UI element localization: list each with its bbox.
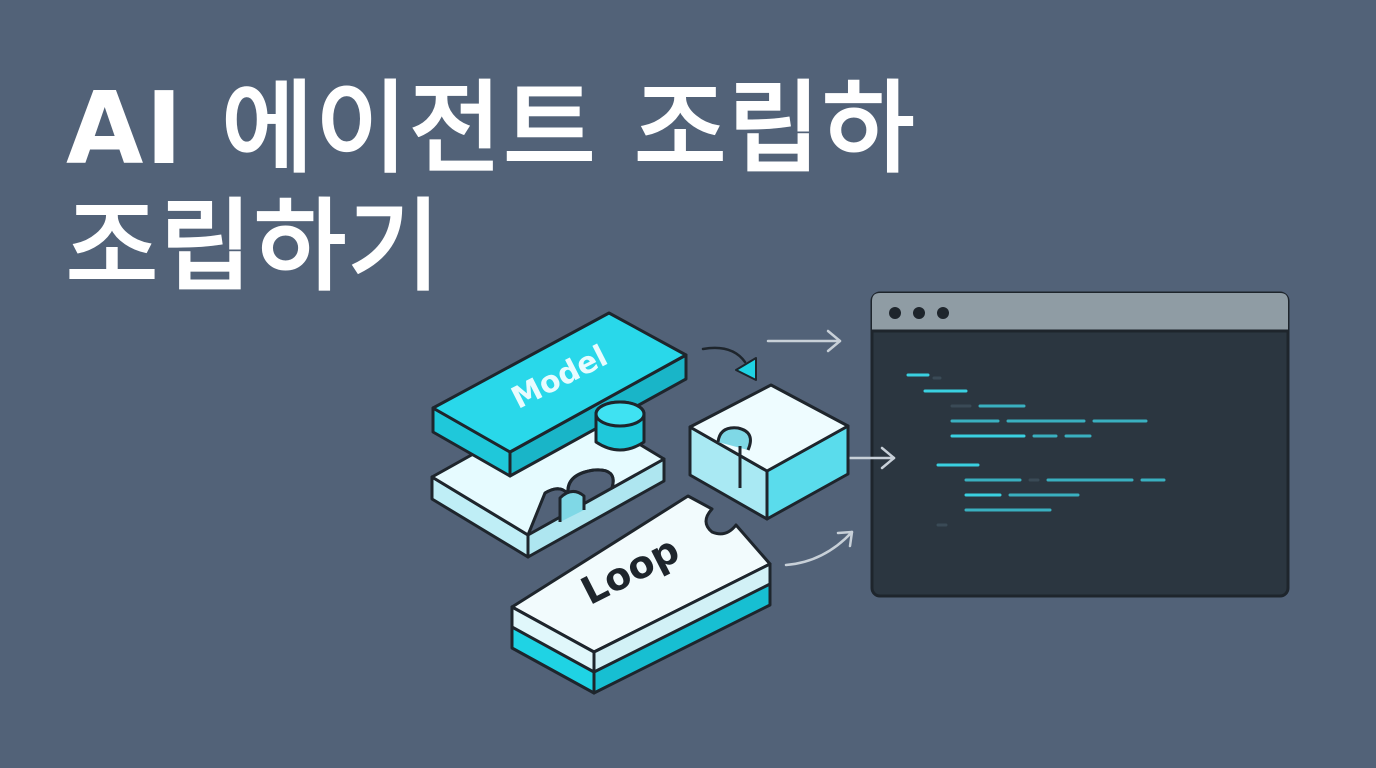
window-dot-icon [937, 307, 949, 319]
code-editor-window [870, 291, 1290, 598]
loop-puzzle-piece: Loop [510, 494, 772, 695]
connector-arrow-icon [701, 346, 757, 381]
title-line-2: 조립하기 [66, 188, 442, 305]
arrow-right-icon [766, 329, 842, 353]
connector-puzzle-piece [688, 383, 850, 521]
model-puzzle-piece: Model [431, 311, 688, 478]
code-lines [906, 373, 1166, 527]
title-line-1: AI 에이전트 조립하 [66, 70, 917, 187]
page-title: AI 에이전트 조립하 조립하기 [66, 70, 916, 306]
arrow-up-right-icon [784, 530, 854, 567]
window-dot-icon [889, 307, 901, 319]
arrows [766, 329, 896, 567]
editor-title-bar [872, 293, 1288, 331]
window-dot-icon [913, 307, 925, 319]
